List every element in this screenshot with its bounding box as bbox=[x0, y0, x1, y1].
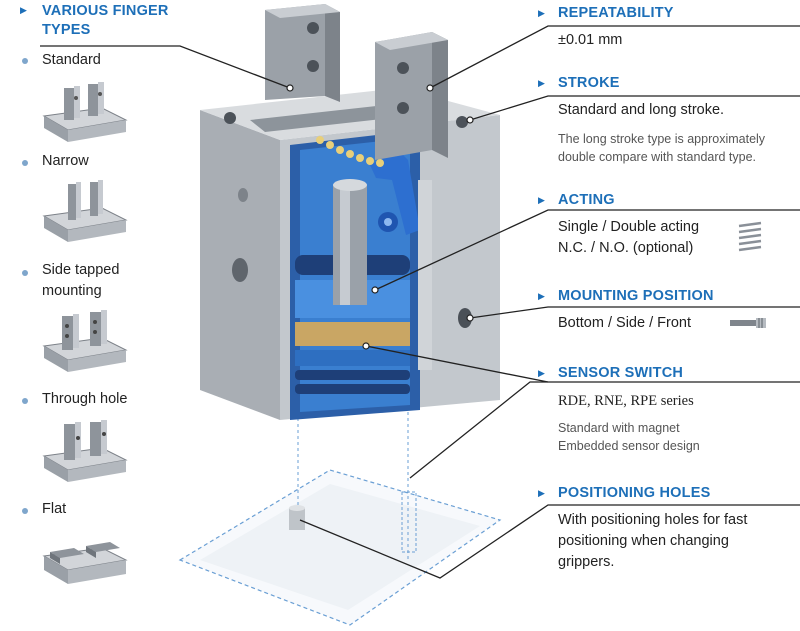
heading-marker-icon: ▶ bbox=[538, 78, 545, 88]
bullet-icon bbox=[22, 160, 28, 166]
sensor-text: RDE, RNE, RPE series bbox=[558, 393, 694, 409]
heading-marker-icon: ▶ bbox=[20, 5, 27, 15]
repeatability-value: ±0.01 mm bbox=[558, 32, 623, 48]
finger-type-label-flat: Flat bbox=[42, 501, 67, 517]
positioning-heading: POSITIONING HOLES bbox=[558, 485, 711, 501]
finger-type-label-standard: Standard bbox=[42, 52, 101, 68]
finger-type-label-side-tapped: Side tapped mounting bbox=[42, 262, 120, 299]
finger-flat-image bbox=[40, 526, 130, 596]
stroke-heading: STROKE bbox=[558, 75, 620, 91]
stroke-note: The long stroke type is approximately do… bbox=[558, 132, 766, 164]
bullet-icon bbox=[22, 58, 28, 64]
screw-icon bbox=[728, 315, 770, 331]
finger-types-heading: VARIOUS FINGER TYPES bbox=[42, 3, 169, 38]
finger-side-tapped-image bbox=[40, 308, 130, 378]
bullet-icon bbox=[22, 270, 28, 276]
bullet-icon bbox=[22, 508, 28, 514]
heading-marker-icon: ▶ bbox=[538, 368, 545, 378]
bullet-icon bbox=[22, 398, 28, 404]
gripper-illustration bbox=[170, 0, 530, 631]
stroke-text: Standard and long stroke. bbox=[558, 102, 725, 118]
mounting-text: Bottom / Side / Front bbox=[558, 315, 691, 331]
heading-marker-icon: ▶ bbox=[538, 8, 545, 18]
spring-icon bbox=[735, 220, 765, 256]
heading-marker-icon: ▶ bbox=[538, 488, 545, 498]
heading-marker-icon: ▶ bbox=[538, 195, 545, 205]
acting-heading: ACTING bbox=[558, 192, 615, 208]
heading-marker-icon: ▶ bbox=[538, 291, 545, 301]
mounting-heading: MOUNTING POSITION bbox=[558, 288, 714, 304]
finger-through-hole-image bbox=[40, 418, 130, 488]
finger-narrow-image bbox=[40, 178, 130, 248]
finger-type-label-narrow: Narrow bbox=[42, 153, 89, 169]
repeatability-heading: REPEATABILITY bbox=[558, 5, 674, 21]
positioning-text: With positioning holes for fast position… bbox=[558, 512, 748, 570]
acting-text: Single / Double acting N.C. / N.O. (opti… bbox=[558, 219, 700, 256]
sensor-heading: SENSOR SWITCH bbox=[558, 365, 684, 381]
finger-type-label-through-hole: Through hole bbox=[42, 391, 128, 407]
finger-standard-image bbox=[40, 78, 130, 148]
sensor-note: Standard with magnet Embedded sensor des… bbox=[558, 421, 700, 453]
